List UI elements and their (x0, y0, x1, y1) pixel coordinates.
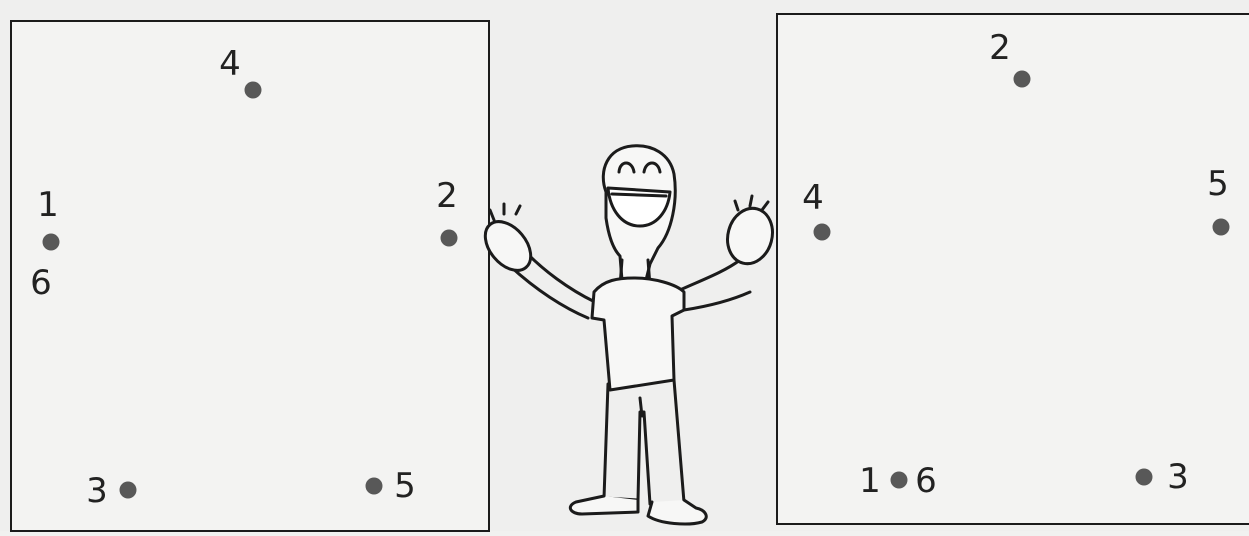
left-dot-4 (245, 82, 262, 99)
right-label-4: 4 (802, 181, 824, 215)
right-dot-4 (814, 224, 831, 241)
left-label-2: 2 (436, 179, 458, 213)
right-label-3: 3 (1167, 460, 1189, 494)
left-dot-5 (366, 478, 383, 495)
left-label-5: 5 (394, 469, 416, 503)
right-panel: 2 4 5 1 6 3 (776, 13, 1249, 525)
left-label-6: 6 (30, 266, 52, 300)
left-label-4: 4 (219, 47, 241, 81)
right-label-5: 5 (1207, 167, 1229, 201)
right-label-6: 6 (915, 464, 937, 498)
left-dot-1-6 (43, 234, 60, 251)
right-dot-3 (1136, 469, 1153, 486)
left-panel: 4 1 6 2 3 5 (10, 20, 490, 532)
right-dot-2 (1014, 71, 1031, 88)
right-label-2: 2 (989, 31, 1011, 65)
cartoon-character-icon (480, 140, 780, 531)
left-label-1: 1 (37, 188, 59, 222)
right-dot-1-6 (891, 472, 908, 489)
left-dot-3 (120, 482, 137, 499)
left-label-3: 3 (86, 474, 108, 508)
right-dot-5 (1213, 219, 1230, 236)
left-dot-2 (441, 230, 458, 247)
right-label-1: 1 (859, 464, 881, 498)
